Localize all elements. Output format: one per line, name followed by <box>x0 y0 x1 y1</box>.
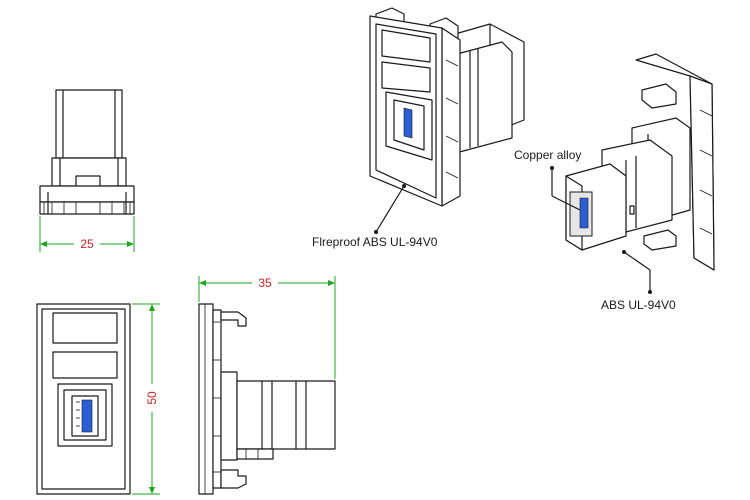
faceplate-callout: Flreproof ABS UL-94V0 <box>312 184 438 249</box>
top-view <box>39 89 135 215</box>
faceplate-material-label: Flreproof ABS UL-94V0 <box>312 235 438 249</box>
contact-material-label: Copper alloy <box>514 148 581 162</box>
copper-alloy-callout: Copper alloy <box>514 148 581 211</box>
housing-material-label: ABS UL-94V0 <box>601 298 676 312</box>
width-dimension: 25 <box>39 216 135 252</box>
housing-callout: ABS UL-94V0 <box>601 250 676 312</box>
depth-dimension-label: 35 <box>258 276 272 290</box>
side-view <box>198 303 336 495</box>
front-view <box>36 303 131 495</box>
isometric-faceplate-view <box>369 7 525 207</box>
depth-dimension: 35 <box>198 275 336 379</box>
width-dimension-label: 25 <box>80 237 94 251</box>
height-dimension-label: 50 <box>145 391 159 405</box>
isometric-connector-view <box>565 53 715 271</box>
height-dimension: 50 <box>132 303 161 495</box>
